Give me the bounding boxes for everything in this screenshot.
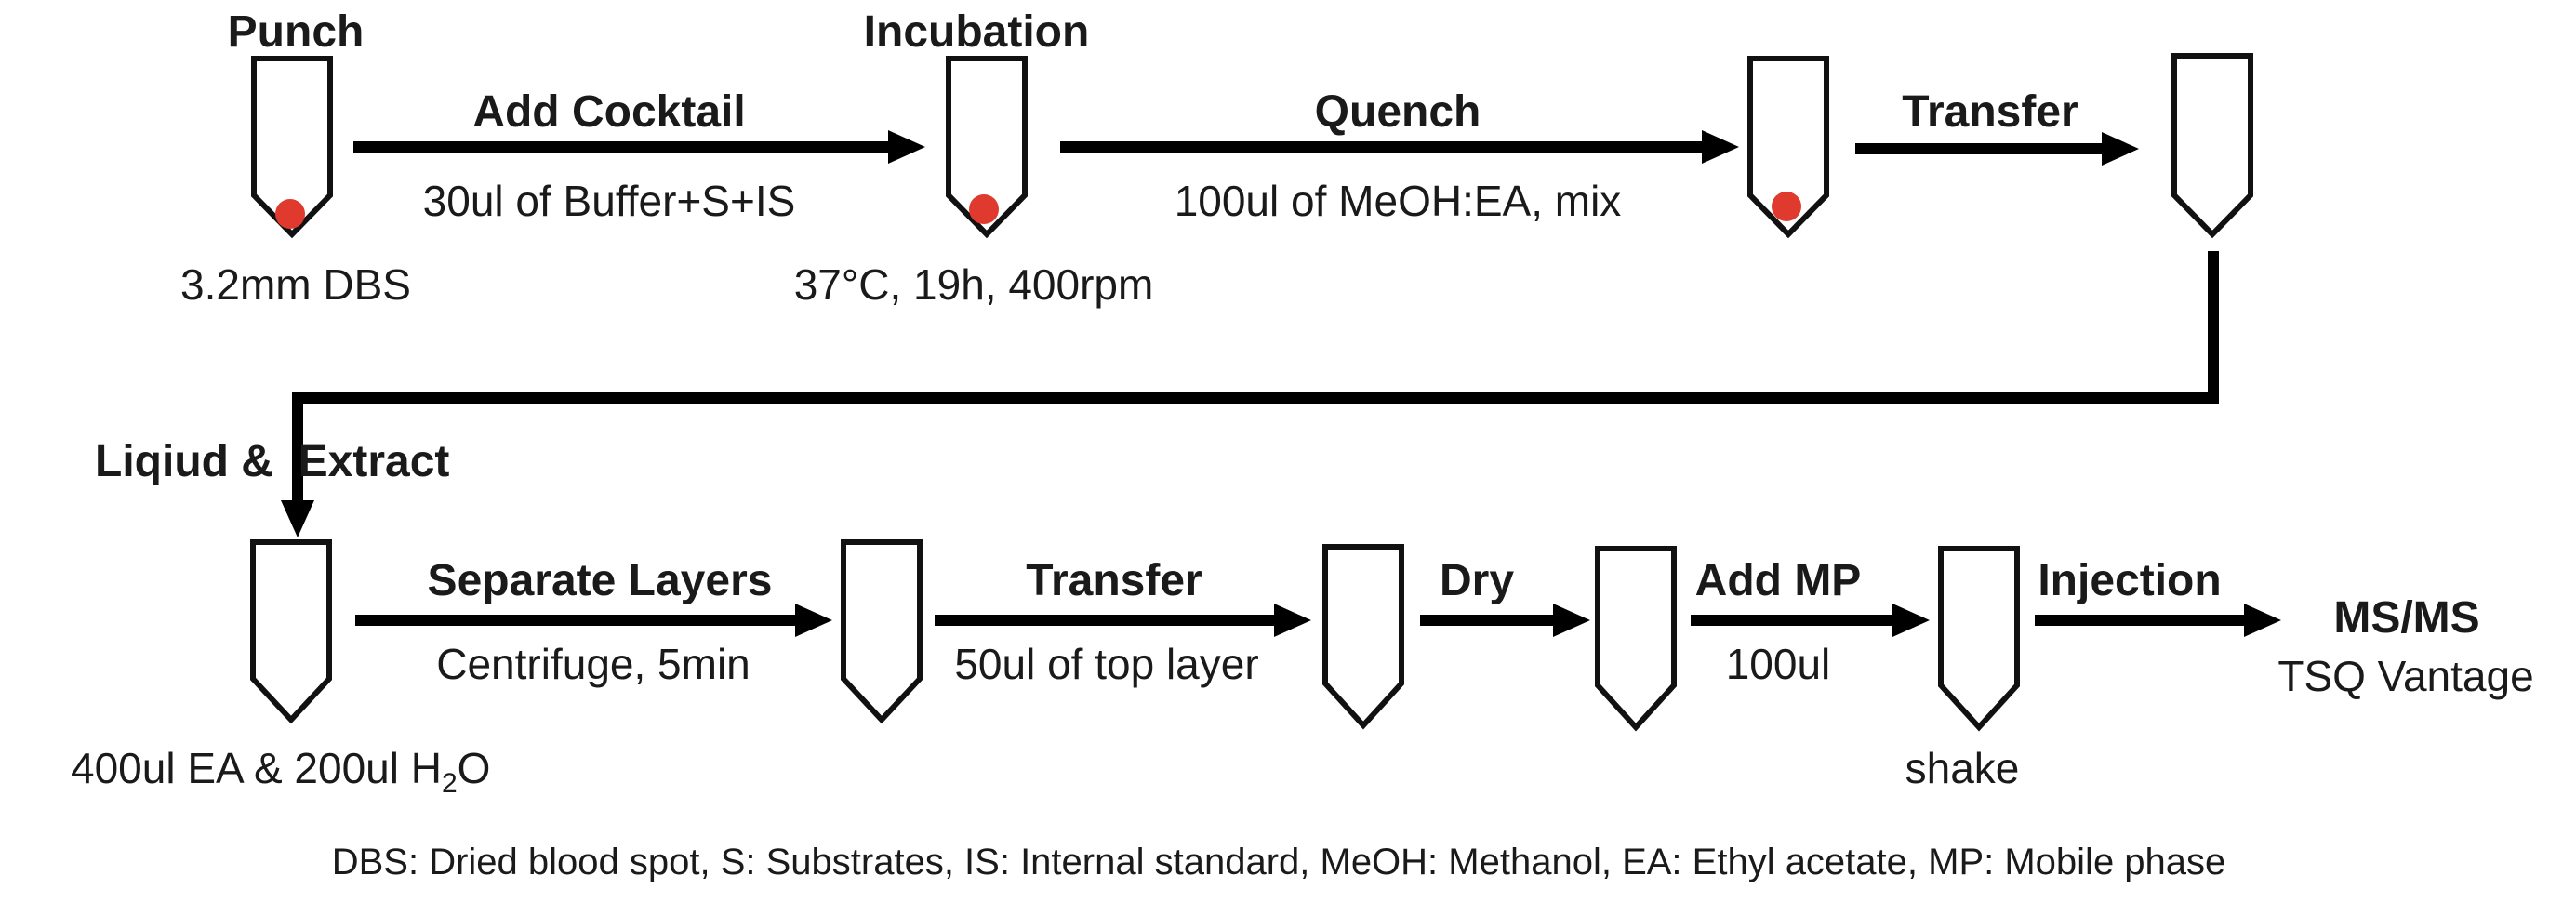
step-separate-layers-note: Centrifuge, 5min <box>436 640 750 688</box>
tube-punch <box>251 56 333 239</box>
punch-note: 3.2mm DBS <box>180 260 411 309</box>
tube-incubation <box>946 56 1028 239</box>
arrow-add-mp <box>1691 604 1930 637</box>
step-add-cocktail-note: 30ul of Buffer+S+IS <box>423 177 796 225</box>
incubation-title: Incubation <box>864 7 1090 57</box>
tube-liquid-extract <box>250 539 332 724</box>
shake-note: shake <box>1905 744 2020 792</box>
punch-title: Punch <box>228 7 365 57</box>
blood-spot-icon <box>969 194 999 224</box>
arrow-injection <box>2035 604 2281 637</box>
extract-title: Liqiud & Extract <box>95 437 449 486</box>
blood-spot-icon <box>1772 192 1801 221</box>
step-quench-label: Quench <box>1315 87 1481 137</box>
incubation-note: 37°C, 19h, 400rpm <box>794 260 1154 309</box>
arrow-row-connector <box>281 251 2219 537</box>
arrow-transfer-1 <box>1855 132 2139 166</box>
step-dry-label: Dry <box>1440 556 1514 605</box>
step-quench-note: 100ul of MeOH:EA, mix <box>1175 177 1622 225</box>
step-add-mp-label: Add MP <box>1695 556 1862 605</box>
arrow-dry <box>1420 604 1590 637</box>
arrow-transfer-2 <box>935 604 1311 637</box>
step-add-cocktail-label: Add Cocktail <box>472 87 745 137</box>
step-injection-label: Injection <box>2038 556 2221 605</box>
extract-note: 400ul EA & 200ul H2O <box>71 744 490 799</box>
final-label: MS/MS <box>2333 593 2479 643</box>
tube-transferred <box>2171 53 2253 239</box>
step-transfer-2-note: 50ul of top layer <box>954 640 1258 688</box>
blood-spot-icon <box>275 199 305 229</box>
final-note: TSQ Vantage <box>2277 652 2533 700</box>
tube-reconstituted <box>1938 546 2020 732</box>
tube-separated-layers <box>841 539 923 724</box>
step-add-mp-note: 100ul <box>1726 640 1831 688</box>
step-transfer-1-label: Transfer <box>1902 87 2078 137</box>
tube-dried <box>1595 546 1677 732</box>
arrow-separate-layers <box>355 604 832 637</box>
step-separate-layers-label: Separate Layers <box>428 556 773 605</box>
step-transfer-2-label: Transfer <box>1026 556 1202 605</box>
arrow-quench <box>1060 130 1739 164</box>
tube-top-layer <box>1322 544 1404 730</box>
arrow-add-cocktail <box>353 130 925 164</box>
abbreviation-legend: DBS: Dried blood spot, S: Substrates, IS… <box>332 842 2226 882</box>
tube-quenched <box>1747 56 1829 239</box>
